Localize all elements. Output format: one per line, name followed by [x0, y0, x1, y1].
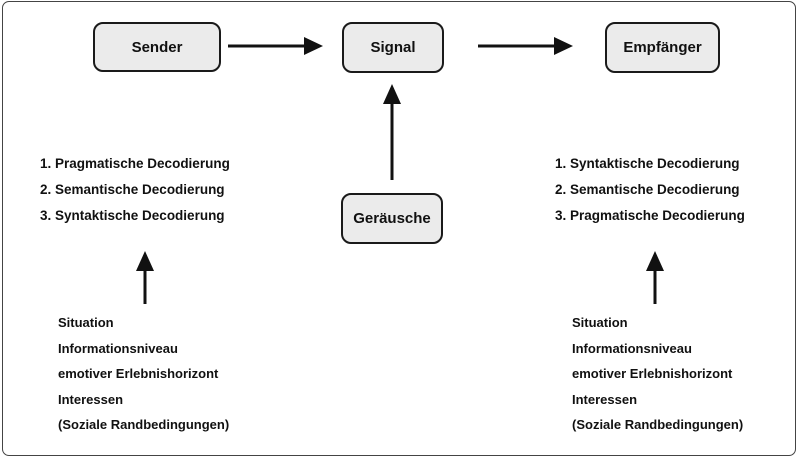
arrow-sender-factors-up [136, 251, 154, 304]
list-item: Situation [58, 315, 114, 330]
list-item: 3. Syntaktische Decodierung [40, 208, 225, 223]
arrow-receiver-factors-up [646, 251, 664, 304]
sender-decoding-list: 1. Pragmatische Decodierung 2. Semantisc… [40, 151, 230, 229]
arrow-sender-to-signal [228, 37, 323, 55]
list-item: (Soziale Randbedingungen) [572, 417, 744, 432]
geraeusche-box: Geräusche [341, 193, 443, 244]
geraeusche-label: Geräusche [353, 210, 431, 227]
signal-label: Signal [370, 39, 416, 56]
arrow-signal-to-empfaenger [478, 37, 573, 55]
list-item: emotiver Erlebnishorizont [58, 366, 219, 381]
list-item: 2. Semantische Decodierung [555, 182, 740, 197]
list-item: 2. Semantische Decodierung [40, 182, 225, 197]
list-item: Interessen [58, 391, 124, 407]
empfaenger-box: Empfänger [605, 22, 720, 73]
list-item: 3. Pragmatische Decodierung [555, 208, 745, 223]
list-item: 1. Syntaktische Decodierung [555, 156, 740, 171]
list-item: Informationsniveau [58, 340, 178, 356]
list-item: 1. Pragmatische Decodierung [40, 156, 230, 171]
list-item: emotiver Erlebnishorizont [572, 366, 733, 381]
sender-box: Sender [93, 22, 221, 72]
sender-factors-list: Situation Informationsniveau emotiver Er… [58, 310, 229, 438]
arrow-geraeusche-to-signal [383, 84, 401, 180]
list-item: Situation [572, 315, 628, 330]
list-item: Informationsniveau [572, 340, 692, 356]
list-item: Interessen [572, 391, 638, 407]
signal-box: Signal [342, 22, 444, 73]
receiver-factors-list: Situation Informationsniveau emotiver Er… [572, 310, 743, 438]
list-item: (Soziale Randbedingungen) [58, 417, 230, 432]
empfaenger-label: Empfänger [623, 39, 702, 56]
receiver-decoding-list: 1. Syntaktische Decodierung 2. Semantisc… [555, 151, 745, 229]
sender-label: Sender [131, 38, 183, 56]
